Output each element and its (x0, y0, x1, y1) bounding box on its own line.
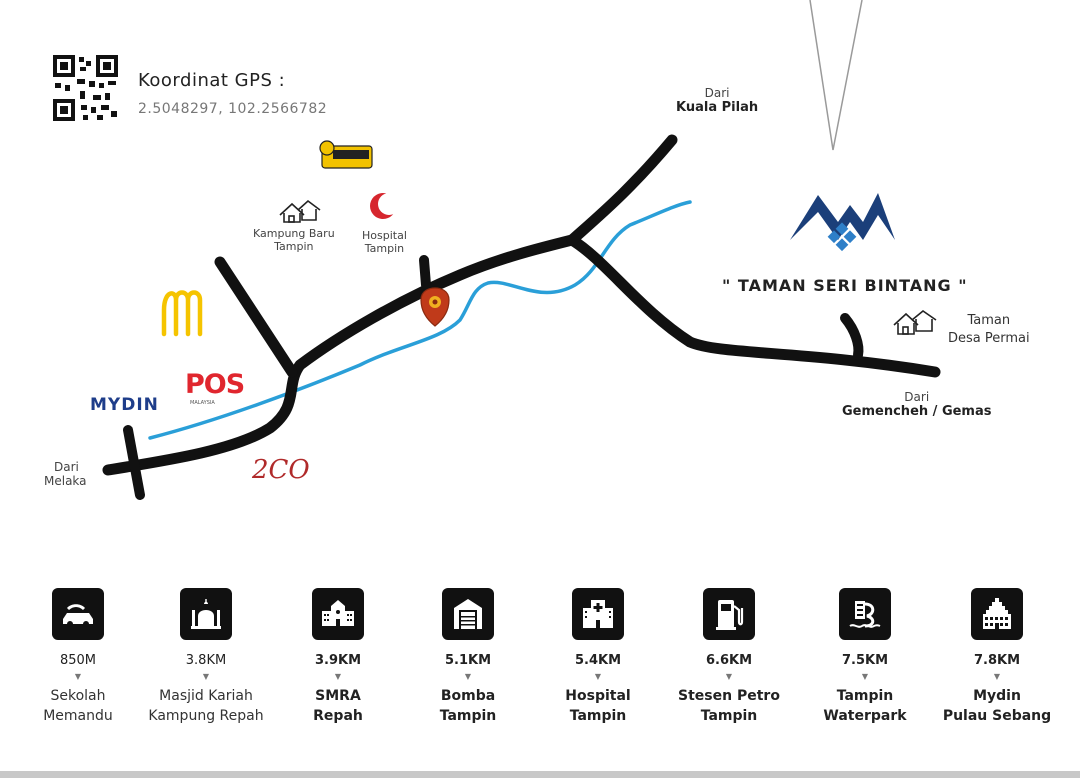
house-icon (279, 199, 321, 223)
gps-title: Koordinat GPS : (138, 70, 286, 91)
footer-bar (0, 771, 1080, 778)
landmark-distance: 3.9KM (314, 653, 362, 668)
qr-code (53, 55, 118, 121)
place-taman-desa-permai: Taman Desa Permai (948, 312, 1030, 348)
down-arrow-icon: ▼ (334, 672, 342, 681)
road-kampung-baru (214, 256, 298, 378)
landmark-distance: 6.6KM (705, 653, 753, 668)
mosque-icon (180, 588, 232, 640)
landmark-distance: 5.4KM (574, 653, 622, 668)
development-name: " TAMAN SERI BINTANG " (722, 276, 968, 295)
landmark-name: Tampin (836, 688, 894, 704)
gps-coordinates: 2.5048297, 102.2566782 (138, 101, 328, 117)
direction-from-label: Dari (54, 460, 79, 474)
landmark-name: Sekolah (50, 688, 106, 704)
place-hospital-tampin: Hospital Tampin (362, 229, 407, 255)
pos-malaysia-logo: POS (185, 369, 245, 400)
place-line: Taman (967, 313, 1011, 328)
landmark-name: Hospital (565, 688, 631, 704)
house-icon-taman-desa (893, 309, 937, 335)
direction-place: Gemencheh / Gemas (842, 404, 992, 419)
river (148, 200, 692, 440)
school-icon (312, 588, 364, 640)
landmark-distance: 5.1KM (444, 653, 492, 668)
fuel-pump-icon (703, 588, 755, 640)
mall-icon (971, 588, 1023, 640)
landmark-name: Memandu (43, 708, 113, 724)
direction-melaka: Dari Melaka (44, 460, 87, 488)
road-spur-hospital (419, 255, 431, 290)
landmark-name: Tampin (439, 708, 497, 724)
down-arrow-icon: ▼ (594, 672, 602, 681)
road-kuala-pilah (566, 134, 678, 246)
car-icon (52, 588, 104, 640)
landmark-distance: 3.8KM (185, 653, 227, 668)
school-crest-icon (420, 287, 450, 327)
direction-from-label: Dari (904, 390, 930, 404)
mcdonalds-logo (161, 290, 203, 337)
waterpark-icon (839, 588, 891, 640)
place-line: Tampin (274, 240, 314, 253)
landmark-name: Bomba (440, 688, 496, 704)
place-line: Tampin (364, 242, 405, 255)
taman-seri-bintang-logo (790, 193, 895, 252)
down-arrow-icon: ▼ (74, 672, 82, 681)
place-kampung-baru: Kampung Baru Tampin (253, 227, 335, 253)
landmark-name: Masjid Kariah (159, 688, 253, 704)
landmark-name: Kampung Repah (148, 708, 264, 724)
landmark-distance: 7.5KM (841, 653, 889, 668)
road-melaka-cross (123, 425, 145, 500)
landmark-name: Waterpark (823, 708, 907, 724)
landmark-item: 3.9KM ▼ SMRA Repah (273, 588, 403, 726)
landmark-name: Mydin (973, 688, 1021, 704)
main-road (102, 234, 941, 476)
landmark-distance: 7.8KM (973, 653, 1021, 668)
down-arrow-icon: ▼ (464, 672, 472, 681)
road-taman-desa (840, 313, 864, 360)
place-line: Desa Permai (948, 331, 1030, 346)
down-arrow-icon: ▼ (725, 672, 733, 681)
landmark-name: Tampin (569, 708, 627, 724)
mydin-logo: MYDIN (90, 395, 159, 415)
brand-badge-icon (319, 140, 373, 169)
down-arrow-icon: ▼ (993, 672, 1001, 681)
brand-200-logo: 2CO (252, 455, 310, 485)
landmark-distance: 850M (59, 653, 97, 668)
hanging-strings (809, 0, 863, 151)
direction-gemencheh: Dari Gemencheh / Gemas (842, 390, 991, 419)
hospital-icon (572, 588, 624, 640)
down-arrow-icon: ▼ (202, 672, 210, 681)
landmark-name: SMRA (315, 688, 361, 704)
landmark-name: Pulau Sebang (942, 708, 1052, 724)
landmark-name: Tampin (700, 708, 758, 724)
place-line: Kampung Baru (253, 227, 335, 240)
landmark-name: Stesen Petro (678, 688, 780, 704)
direction-place: Melaka (44, 474, 87, 488)
direction-from-label: Dari (704, 86, 730, 100)
landmark-name: Repah (313, 708, 363, 724)
direction-kuala-pilah: Dari Kuala Pilah (676, 86, 758, 115)
fire-station-icon (442, 588, 494, 640)
down-arrow-icon: ▼ (861, 672, 869, 681)
place-line: Hospital (362, 229, 407, 242)
red-crescent-icon (370, 193, 400, 219)
direction-place: Kuala Pilah (676, 100, 759, 115)
pos-malaysia-sub: MALAYSIA (190, 400, 215, 406)
